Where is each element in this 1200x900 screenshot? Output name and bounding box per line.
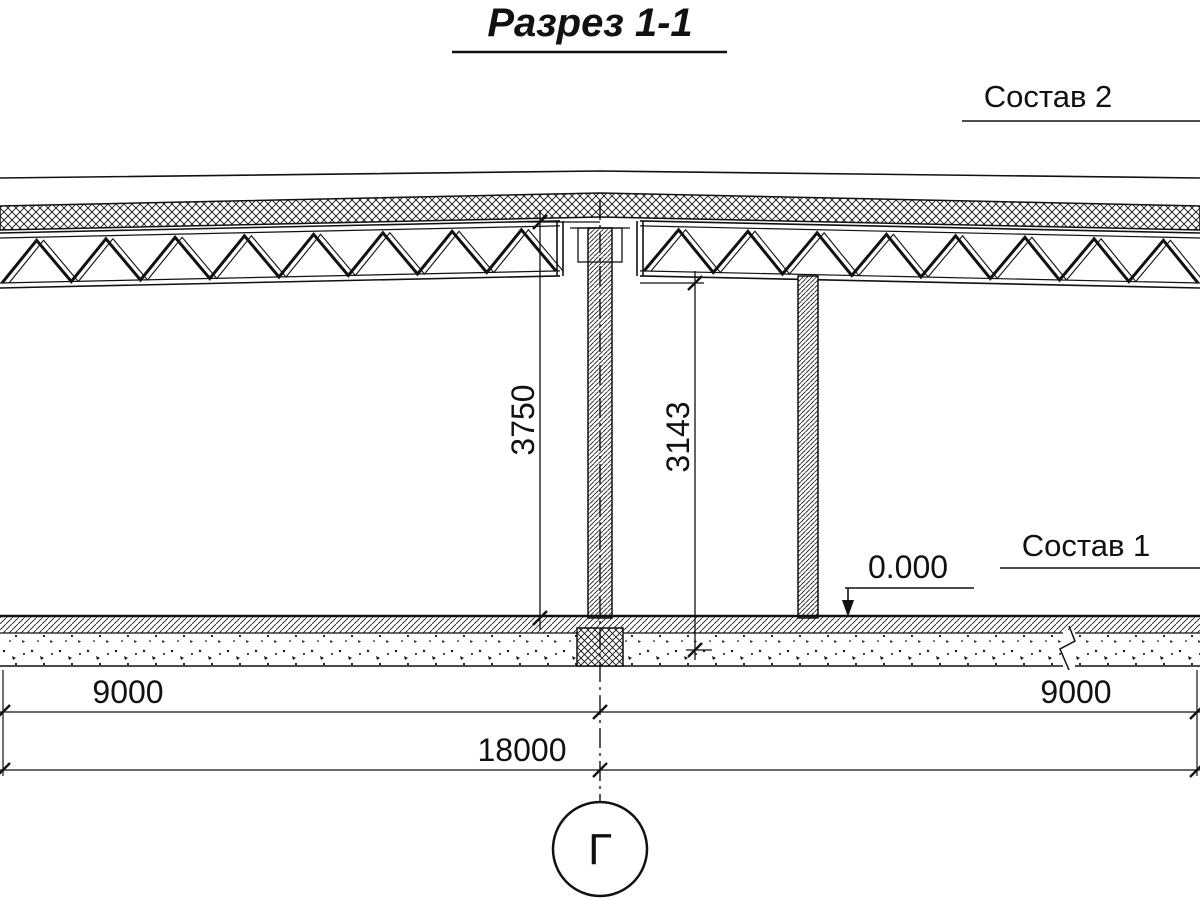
roof-top-line — [0, 170, 1200, 179]
truss-left-top-chord-2 — [0, 225, 561, 239]
dim-3750-tick-top — [532, 214, 548, 230]
title-block: Разрез 1-1 — [452, 1, 727, 54]
dim-row1-tick-right — [1189, 707, 1200, 720]
truss-right — [636, 220, 1200, 289]
right-column — [797, 275, 819, 619]
truss-left-web2 — [8, 228, 564, 284]
truss-right-top-chord-2 — [639, 225, 1200, 239]
dim-3143-text: 3143 — [660, 401, 696, 472]
elevation-arrow-head — [842, 600, 854, 617]
dim-3750-text: 3750 — [505, 384, 541, 455]
dimension-3750: 3750 — [505, 210, 600, 630]
callout-sostav-2-text: Состав 2 — [984, 79, 1113, 114]
dim-9000-right-text: 9000 — [1040, 674, 1111, 710]
dimension-3143: 3143 — [640, 271, 712, 660]
dim-3750-tick-bottom — [532, 610, 548, 626]
axis-bubble-label: Г — [588, 825, 612, 874]
truss-left-top-chord-1 — [0, 220, 561, 234]
dim-row2-tick-right — [1189, 765, 1200, 778]
page-title: Разрез 1-1 — [487, 1, 692, 45]
truss-right-top-chord-1 — [639, 220, 1200, 234]
callout-sostav-1-text: Состав 1 — [1022, 528, 1151, 563]
callout-sostav-1: Состав 1 — [1000, 528, 1200, 569]
elevation-text: 0.000 — [868, 549, 948, 585]
truss-right-web2 — [650, 228, 1200, 283]
slab-break-mask — [1063, 630, 1075, 668]
dim-row2-tick-left — [0, 762, 11, 775]
right-column-body — [797, 275, 819, 619]
dim-row1-tick-left — [0, 704, 11, 717]
truss-left-bottom-chord-2 — [0, 275, 561, 289]
dim-9000-left-text: 9000 — [92, 674, 163, 710]
truss-left-web — [0, 227, 558, 284]
truss-right-bottom-chord-2 — [639, 275, 1200, 289]
truss-right-web — [642, 227, 1200, 284]
axis-bubble — [551, 800, 649, 898]
truss-left — [0, 220, 564, 289]
elevation-mark: 0.000 — [842, 549, 974, 617]
center-axis: Г — [551, 200, 649, 898]
slab-break-line — [1059, 625, 1076, 671]
dim-18000-text: 18000 — [478, 732, 567, 768]
dimension-row-9000: 9000 9000 — [0, 670, 1200, 776]
floor-screed-band — [0, 617, 1200, 633]
dim-3143-tick-bottom — [687, 642, 703, 658]
callout-sostav-2: Состав 2 — [962, 79, 1200, 122]
dim-3143-tick-top — [687, 275, 703, 291]
